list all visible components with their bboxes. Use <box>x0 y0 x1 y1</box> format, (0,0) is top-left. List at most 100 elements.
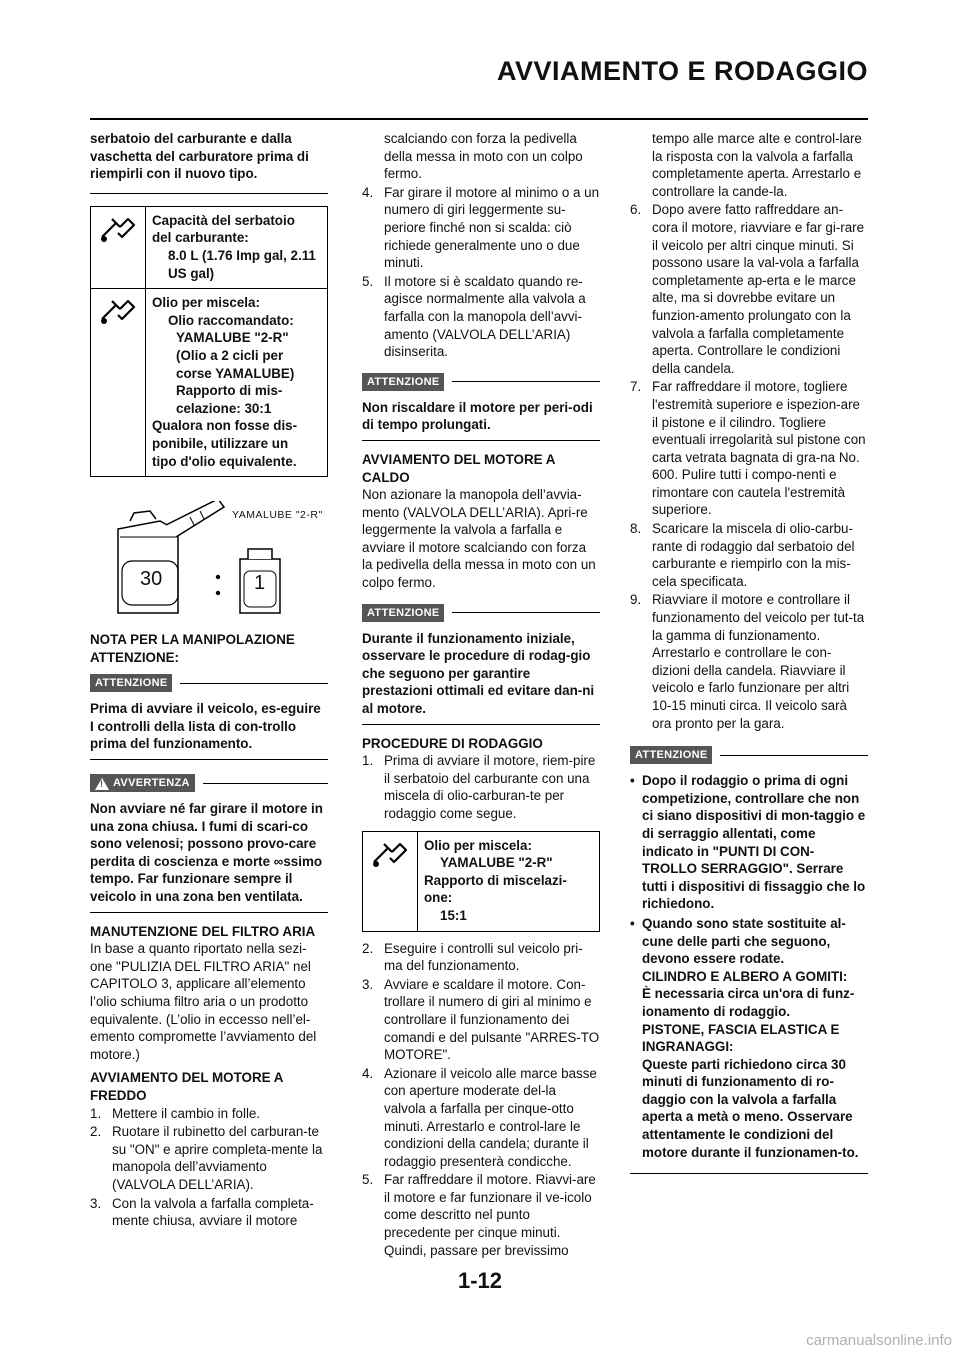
spec-line: del carburante: <box>152 230 249 246</box>
list-item: 6.Dopo avere fatto raffreddare an-cora i… <box>630 202 865 376</box>
tag-line <box>452 381 600 383</box>
divider <box>90 192 328 194</box>
bullet-text: Queste parti richiedono circa 30 minuti … <box>642 1056 859 1160</box>
spec-line: celazione: 30:1 <box>176 400 272 416</box>
spec-wrench-icon <box>91 289 146 477</box>
freddo-heading: AVVIAMENTO DEL MOTORE A FREDDO <box>90 1070 283 1103</box>
spec-line: Capacità del serbatoio <box>152 212 295 228</box>
attenzione-tag: ATTENZIONE <box>362 372 445 391</box>
page-number: 1-12 <box>457 1268 503 1293</box>
list-item: 1.Mettere il cambio in folle. <box>90 1105 261 1121</box>
spec-box-body: Olio per miscela: YAMALUBE "2-R" Rapport… <box>418 832 599 931</box>
divider <box>630 1173 868 1175</box>
spec-line: tipo d'olio equivalente. <box>152 453 297 469</box>
bullet-item: •Dopo il rodaggio o prima di ogni compet… <box>630 772 868 913</box>
filtro-heading: MANUTENZIONE DEL FILTRO ARIA <box>90 923 316 939</box>
nota-heading: NOTA PER LA MANIPOLAZIONE ATTENZIONE: <box>90 632 295 665</box>
spec-line: Olio per miscela: <box>152 295 260 311</box>
spec-line: (Olio a 2 cicli per <box>176 347 284 363</box>
column-middle: scalciando con forza la pedivella della … <box>362 130 600 1260</box>
spec-line: Rapporto di miscelazi- <box>424 872 567 888</box>
column-right: tempo alle marce alte e control-lare la … <box>630 130 868 1182</box>
intro-text: serbatoio del carburante e dalla vaschet… <box>90 131 309 182</box>
spec-box-body: Capacità del serbatoio del carburante: 8… <box>146 207 327 288</box>
spec-box-body: Olio per miscela: Olio raccomandato: YAM… <box>146 289 327 476</box>
attenzione-text: Prima di avviare il veicolo, es-eguire I… <box>90 701 321 752</box>
divider <box>362 439 600 441</box>
title-rule <box>90 118 868 120</box>
ratio-right: 1 <box>254 572 266 595</box>
bullet-text-group: Quando sono state sostituite al-cune del… <box>642 915 868 1161</box>
divider <box>90 911 328 913</box>
avvertenza-header: ! AVVERTENZA <box>90 774 328 793</box>
spec-box-mix: Olio per miscela: YAMALUBE "2-R" Rapport… <box>362 830 600 932</box>
can-label: YAMALUBE "2-R" <box>232 509 323 522</box>
attenzione-header: ATTENZIONE <box>362 372 600 391</box>
list-item: 5.Il motore si è scaldato quando re-agis… <box>362 273 586 360</box>
attenzione-header: ATTENZIONE <box>630 746 868 765</box>
caldo-text: Non azionare la manopola dell’avvia-ment… <box>362 487 596 591</box>
attenzione-header: ATTENZIONE <box>362 603 600 622</box>
attenzione-tag: ATTENZIONE <box>362 603 445 622</box>
spec-line: Rapporto di mis- <box>176 383 283 399</box>
bullet-item: • Quando sono state sostituite al-cune d… <box>630 915 868 1161</box>
tag-line <box>720 754 868 756</box>
list-item: 9.Riavviare il motore e controllare il f… <box>630 592 865 731</box>
page-title: AVVIAMENTO E RODAGGIO <box>496 56 868 86</box>
divider <box>362 723 600 725</box>
spec-box-oil: Olio per miscela: Olio raccomandato: YAM… <box>90 289 328 478</box>
spec-line: Olio raccomandato: <box>168 312 294 328</box>
attenzione-text: Durante il funzionamento iniziale, osser… <box>362 630 595 717</box>
oil-can-drawing <box>117 498 281 614</box>
tag-line <box>180 682 328 684</box>
filtro-text: In base a quanto riportato nella sezi-on… <box>90 941 317 1062</box>
list-item: 2.Ruotare il rubinetto del carburan-te s… <box>90 1124 323 1192</box>
spec-line: 15:1 <box>440 907 467 923</box>
attenzione-tag: ATTENZIONE <box>630 746 713 765</box>
spec-line: one: <box>424 890 453 906</box>
column-left: serbatoio del carburante e dalla vaschet… <box>90 130 328 1231</box>
tag-line <box>202 782 328 784</box>
bullet-subheading: PISTONE, FASCIA ELASTICA E INGRANAGGI: <box>642 1021 840 1055</box>
spec-line: 8.0 L (1.76 Imp gal, 2.11 <box>168 247 316 263</box>
avvertenza-label: AVVERTENZA <box>113 777 190 790</box>
divider <box>90 759 328 761</box>
attenzione-header: ATTENZIONE <box>90 674 328 693</box>
spec-wrench-icon <box>91 206 146 289</box>
list-item-continuation: tempo alle marce alte e control-lare la … <box>652 131 862 199</box>
bullet-text: È necessaria circa un'ora di funz-ioname… <box>642 986 855 1019</box>
spec-wrench-icon <box>363 831 418 931</box>
list-item-continuation: scalciando con forza la pedivella della … <box>384 131 583 182</box>
list-item: 8.Scaricare la miscela di olio-carbu-ran… <box>630 521 855 589</box>
avvertenza-text: Non avviare né far girare il motore in u… <box>90 801 323 905</box>
spec-line: Olio per miscela: <box>424 837 532 853</box>
watermark: carmanualsonline.info <box>806 1332 952 1350</box>
spec-line: YAMALUBE "2-R" <box>176 330 289 346</box>
list-item: 2.Eseguire i controlli sul veicolo pri-m… <box>362 940 583 974</box>
spec-line: corse YAMALUBE) <box>176 365 295 381</box>
oil-mix-illustration: YAMALUBE "2-R" 30 1 <box>90 498 328 621</box>
spec-line: ponibile, utilizzare un <box>152 435 289 451</box>
spec-box-fuel-capacity: Capacità del serbatoio del carburante: 8… <box>90 205 328 290</box>
list-item: 4.Far girare il motore al minimo o a un … <box>362 184 600 271</box>
warning-triangle-icon: ! <box>95 777 109 790</box>
list-item: 4.Azionare il veicolo alle marce basse c… <box>362 1065 597 1169</box>
avvertenza-tag: ! AVVERTENZA <box>90 774 195 793</box>
spec-line: Qualora non fosse dis- <box>152 418 298 434</box>
list-item: 3.Con la valvola a farfalla completa-men… <box>90 1195 314 1229</box>
list-item: 7.Far raffreddare il motore, togliere l'… <box>630 379 866 518</box>
attenzione-text: Non riscaldare il motore per peri-odi di… <box>362 399 593 433</box>
spec-line: YAMALUBE "2-R" <box>440 855 553 871</box>
bullet-text: Dopo il rodaggio o prima di ogni competi… <box>642 773 866 912</box>
list-item: 5.Far raffreddare il motore. Riavvi-are … <box>362 1172 596 1258</box>
bullet-text: Quando sono state sostituite al-cune del… <box>642 915 846 967</box>
list-item: 1.Prima di avviare il motore, riem-pire … <box>362 753 596 821</box>
spec-line: US gal) <box>168 265 215 281</box>
list-item: 3.Avviare e scaldare il motore. Con-trol… <box>362 976 600 1063</box>
bullet-subheading: CILINDRO E ALBERO A GOMITI: <box>642 968 848 984</box>
ratio-left: 30 <box>140 568 163 591</box>
caldo-heading: AVVIAMENTO DEL MOTORE A CALDO <box>362 451 555 485</box>
tag-line <box>452 612 600 614</box>
attenzione-tag: ATTENZIONE <box>90 674 173 693</box>
rodaggio-heading: PROCEDURE DI RODAGGIO <box>362 735 543 751</box>
